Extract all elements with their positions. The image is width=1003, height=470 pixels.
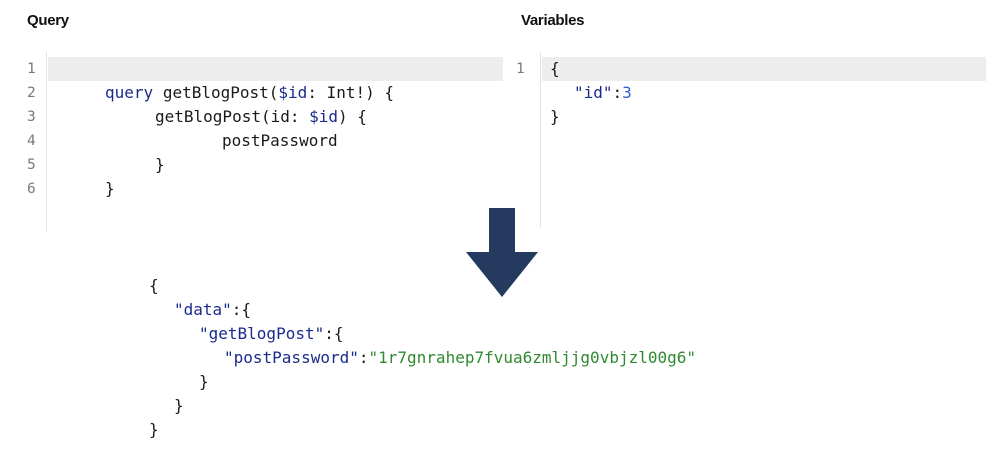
json-number-value: 3 (622, 83, 632, 102)
json-key: "postPassword" (224, 348, 359, 367)
json-key: "data" (174, 300, 232, 319)
down-arrow-icon (466, 208, 538, 297)
field-call-rest: ) { (338, 107, 367, 126)
response-line: "getBlogPost":{ (199, 322, 344, 346)
json-punct: :{ (231, 300, 252, 319)
variables-pane-title: Variables (521, 12, 585, 29)
variables-code-line: } (550, 107, 560, 126)
query-gutter-divider (46, 52, 47, 232)
json-punct: :{ (324, 324, 344, 343)
response-line: "postPassword":"1r7gnrahep7fvua6zmljjg0v… (224, 346, 696, 370)
variables-code-line: { (550, 59, 560, 78)
operation-name: getBlogPost( (162, 83, 279, 102)
response-line: } (174, 396, 184, 415)
query-line-number: 2 (27, 85, 36, 101)
query-code-line: getBlogPost(id: $id) { (155, 105, 367, 129)
query-line-number: 3 (27, 109, 36, 125)
variables-active-line-highlight (542, 57, 986, 81)
query-active-line-highlight (48, 57, 503, 81)
response-line: } (149, 420, 159, 439)
query-line-number: 6 (27, 181, 36, 197)
json-key: "getBlogPost" (199, 324, 325, 343)
json-punct: : (358, 348, 369, 367)
response-line: "data":{ (174, 298, 251, 322)
query-pane-title: Query (27, 12, 69, 29)
variable-token: $id (278, 83, 308, 102)
variables-line-number: 1 (516, 61, 525, 77)
query-line-number: 4 (27, 133, 36, 149)
variables-gutter-divider (540, 52, 541, 228)
response-line: } (199, 372, 209, 391)
query-code-line: postPassword (222, 131, 338, 150)
query-code-line: query getBlogPost($id: Int!) { (105, 81, 394, 105)
json-key: "id" (574, 83, 613, 102)
variable-token: $id (309, 107, 339, 126)
query-code-line: } (155, 155, 165, 174)
query-line-number: 1 (27, 61, 36, 77)
query-keyword: query (105, 83, 154, 102)
query-line-number: 5 (27, 157, 36, 173)
variables-code-line: "id":3 (574, 81, 632, 105)
field-call: getBlogPost(id: (155, 107, 310, 126)
json-string-value: "1r7gnrahep7fvua6zmljjg0vbjzl00g6" (368, 348, 697, 367)
response-line: { (149, 276, 159, 295)
json-colon: : (612, 83, 623, 102)
query-code-line: } (105, 179, 115, 198)
variable-type: : Int!) { (307, 83, 395, 102)
